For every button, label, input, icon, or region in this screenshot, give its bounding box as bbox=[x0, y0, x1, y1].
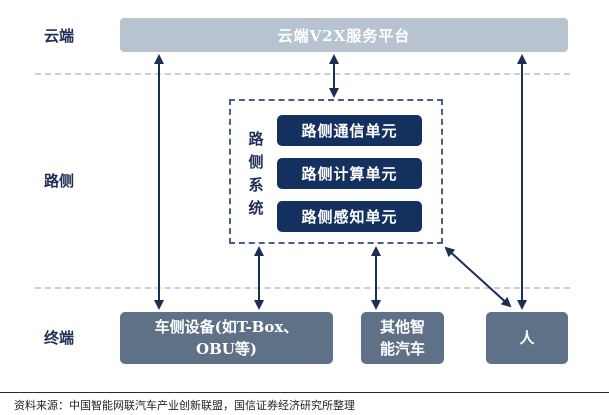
vehicle-side-device-line2: OBU等) bbox=[196, 340, 257, 358]
cloud-v2x-platform: 云端V2X服务平台 bbox=[120, 18, 568, 52]
other-smart-car: 其他智 能汽车 bbox=[361, 312, 444, 364]
roadside-communication-unit-label: 路侧通信单元 bbox=[301, 122, 398, 140]
footer-rule bbox=[0, 392, 609, 393]
arrow-roadside-person bbox=[444, 246, 512, 308]
roadside-label-char: 统 bbox=[248, 199, 264, 217]
roadside-communication-unit: 路侧通信单元 bbox=[277, 115, 422, 146]
roadside-sensing-unit: 路侧感知单元 bbox=[277, 201, 422, 232]
roadside-system-label: 路 侧 系 统 bbox=[247, 128, 265, 220]
roadside-sensing-unit-label: 路侧感知单元 bbox=[301, 208, 398, 226]
roadside-computing-unit-label: 路侧计算单元 bbox=[301, 165, 398, 183]
cloud-v2x-platform-label: 云端V2X服务平台 bbox=[277, 26, 411, 45]
tier-label-roadside: 路侧 bbox=[44, 172, 75, 190]
tier-divider-top bbox=[35, 73, 570, 75]
roadside-label-char: 系 bbox=[248, 176, 264, 194]
tier-label-cloud: 云端 bbox=[44, 27, 75, 45]
roadside-computing-unit: 路侧计算单元 bbox=[277, 158, 422, 189]
roadside-system-frame bbox=[229, 99, 443, 244]
other-smart-car-line2: 能汽车 bbox=[379, 340, 425, 358]
vehicle-side-device-line1: 车侧设备(如T-Box、 bbox=[154, 318, 299, 336]
tier-label-terminal: 终端 bbox=[44, 329, 75, 347]
source-note: 资料来源：中国智能网联汽车产业创新联盟，国信证券经济研究所整理 bbox=[14, 399, 355, 412]
person-box: 人 bbox=[486, 312, 568, 364]
tier-divider-bottom bbox=[35, 287, 570, 289]
vehicle-side-device: 车侧设备(如T-Box、 OBU等) bbox=[120, 312, 333, 364]
roadside-label-char: 路 bbox=[248, 130, 264, 148]
other-smart-car-line1: 其他智 bbox=[379, 318, 425, 336]
roadside-label-char: 侧 bbox=[248, 153, 264, 171]
person-label: 人 bbox=[519, 329, 535, 347]
